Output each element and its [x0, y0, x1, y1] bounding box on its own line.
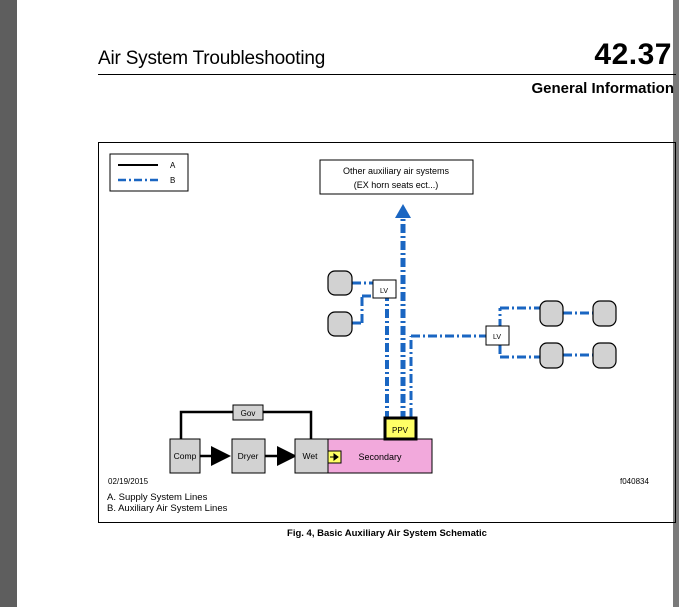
- air-system-schematic: A B Other auxiliary air systems (EX horn…: [109, 153, 617, 474]
- tank-right-upper-1: [539, 300, 564, 327]
- up-arrow-head: [395, 204, 411, 218]
- figure-frame: [98, 142, 676, 523]
- figure-id: f040834: [620, 477, 649, 486]
- page-edge-bar: [0, 0, 17, 607]
- other-systems-line2: (EX horn seats ect...): [354, 180, 439, 190]
- lv-valve-left: LV: [372, 279, 397, 299]
- tank-left-upper: [327, 270, 353, 296]
- figure-date: 02/19/2015: [108, 477, 149, 486]
- legend-notes: A. Supply System Lines B. Auxiliary Air …: [107, 492, 227, 514]
- other-systems-line1: Other auxiliary air systems: [343, 166, 450, 176]
- svg-text:Wet: Wet: [303, 451, 319, 461]
- tank-left-lower: [327, 311, 353, 337]
- svg-text:PPV: PPV: [392, 426, 409, 435]
- other-aux-systems-box: Other auxiliary air systems (EX horn sea…: [319, 159, 474, 195]
- header-divider: [98, 74, 676, 75]
- svg-text:Dryer: Dryer: [238, 451, 259, 461]
- secondary-label: Secondary: [358, 452, 402, 462]
- auxiliary-air-lines: [352, 216, 593, 420]
- legend-key-b: B: [170, 176, 175, 185]
- tank-right-upper-2: [592, 300, 617, 327]
- legend-box: A B: [109, 153, 189, 192]
- figure-caption: Fig. 4, Basic Auxiliary Air System Schem…: [287, 528, 487, 539]
- svg-text:Comp: Comp: [174, 451, 197, 461]
- note-a: A. Supply System Lines: [107, 492, 208, 503]
- dryer: Dryer: [231, 438, 266, 474]
- check-valve-icon: [327, 450, 342, 464]
- note-b: B. Auxiliary Air System Lines: [107, 503, 228, 514]
- governor: Gov: [232, 404, 264, 421]
- lv-valve-right: LV: [485, 325, 510, 346]
- tank-right-lower-2: [592, 342, 617, 369]
- wet-tank: Wet: [294, 438, 329, 474]
- section-number: 42.37: [594, 38, 672, 71]
- scrollbar[interactable]: [673, 0, 679, 607]
- ppv-valve: PPV: [383, 416, 418, 441]
- svg-text:Gov: Gov: [241, 409, 256, 418]
- aux-tanks: [327, 270, 617, 369]
- svg-text:LV: LV: [380, 288, 388, 295]
- tank-right-lower-1: [539, 342, 564, 369]
- svg-text:LV: LV: [493, 334, 501, 341]
- compressor: Comp: [169, 438, 201, 474]
- section-name: General Information: [531, 80, 674, 97]
- legend-key-a: A: [170, 161, 176, 170]
- document-title: Air System Troubleshooting: [98, 48, 326, 69]
